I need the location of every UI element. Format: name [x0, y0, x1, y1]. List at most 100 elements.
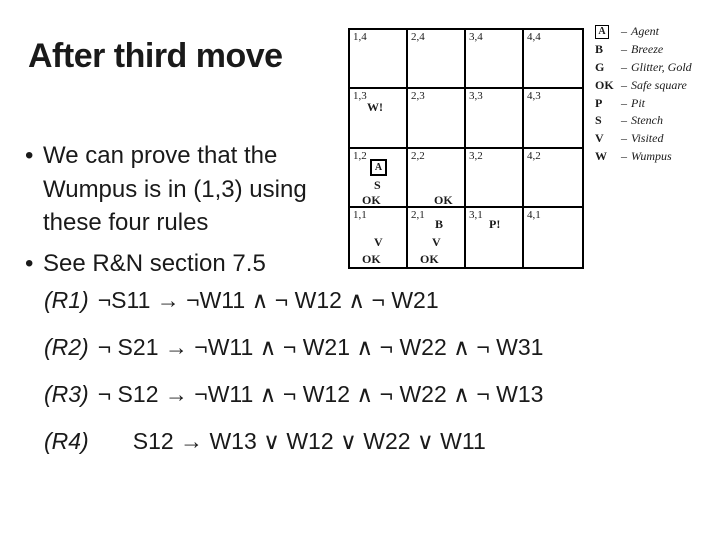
legend-desc: Visited [631, 131, 664, 146]
rule-label: (R1) [44, 287, 89, 313]
bullet-text: See R&N section 7.5 [43, 247, 266, 281]
cell-label: 2,2 [411, 149, 425, 162]
grid-cell-3-2: 3,2 [466, 148, 524, 208]
legend-row-breeze: B – Breeze [595, 41, 692, 59]
agent-box-icon: A [595, 24, 609, 39]
wumpus-grid: 1,4 2,4 3,4 4,4 1,3 W! 2,3 3,3 4,3 1,2 A… [348, 28, 584, 269]
legend-symbol: V [595, 131, 604, 146]
stench-marker: S [374, 177, 381, 192]
slide-title: After third move [28, 37, 283, 75]
cell-label: 3,3 [469, 90, 483, 103]
rule-line-r2: (R2) ¬ S21 → ¬W11 ∧ ¬ W21 ∧ ¬ W22 ∧ ¬ W31 [44, 334, 543, 361]
rule-label: (R2) [44, 334, 89, 360]
legend-symbol: S [595, 113, 602, 128]
legend-row-pit: P – Pit [595, 94, 692, 112]
bullet-line: We can prove that the [43, 142, 278, 169]
agent-marker: A [374, 161, 383, 173]
safe-marker: OK [434, 192, 453, 207]
bullet-marker: • [25, 142, 34, 169]
grid-cell-4-1: 4,1 [524, 208, 582, 267]
grid-cell-4-4: 4,4 [524, 30, 582, 90]
cell-label: 1,3 [353, 90, 367, 103]
legend-symbol: B [595, 42, 604, 57]
cell-label: 2,1 [411, 208, 425, 221]
legend-desc: Safe square [631, 77, 687, 92]
grid-cell-2-2: 2,2 OK [408, 148, 466, 208]
pit-marker: P! [489, 216, 501, 231]
cell-label: 3,2 [469, 149, 483, 162]
safe-marker: OK [362, 192, 381, 207]
agent-box: A [370, 158, 387, 176]
visited-marker: V [432, 234, 441, 249]
rule-label: (R4) [44, 428, 89, 454]
legend-row-agent: A – Agent [595, 23, 692, 41]
visited-marker: V [374, 234, 383, 249]
legend-desc: Wumpus [631, 148, 672, 163]
rule-formula: ¬ S12 → ¬W11 ∧ ¬ W12 ∧ ¬ W22 ∧ ¬ W13 [97, 381, 544, 407]
safe-marker: OK [362, 251, 381, 266]
legend-dash: – [621, 42, 627, 57]
safe-marker: OK [420, 251, 439, 266]
rule-line-r4: (R4) S12 → W13 ∨ W12 ∨ W22 ∨ W11 [44, 428, 486, 455]
grid-cell-1-1: 1,1 V OK [350, 207, 408, 267]
cell-label: 4,3 [527, 90, 541, 103]
legend: A – Agent B – Breeze G – Glitter, Gold O… [595, 23, 692, 165]
grid-cell-4-3: 4,3 [524, 89, 582, 149]
legend-row-safe: OK – Safe square [595, 76, 692, 94]
grid-cell-1-2: 1,2 A S OK [350, 148, 408, 208]
grid-cell-3-3: 3,3 [466, 89, 524, 149]
legend-symbol: G [595, 59, 605, 74]
legend-dash: – [621, 24, 627, 39]
rule-label: (R3) [44, 381, 89, 407]
cell-label: 4,2 [527, 149, 541, 162]
cell-label: 4,1 [527, 208, 541, 221]
rule-line-r1: (R1)¬S11 → ¬W11 ∧ ¬ W12 ∧ ¬ W21 [44, 287, 439, 314]
legend-dash: – [621, 95, 627, 110]
legend-row-stench: S – Stench [595, 112, 692, 130]
cell-label: 4,4 [527, 31, 541, 43]
cell-label: 3,1 [469, 208, 483, 221]
grid-cell-2-1: 2,1 B V OK [408, 207, 466, 267]
legend-desc: Pit [631, 95, 645, 110]
breeze-marker: B [435, 216, 444, 231]
grid-cell-3-4: 3,4 [466, 30, 524, 90]
cell-label: 2,4 [411, 31, 425, 43]
grid-cell-2-3: 2,3 [408, 89, 466, 149]
bullet-line: these four rules [43, 209, 209, 236]
grid-cell-2-4: 2,4 [408, 30, 466, 90]
grid-cell-1-3: 1,3 W! [350, 89, 408, 149]
bullet-item: • We can prove that the Wumpus is in (1,… [25, 139, 355, 240]
rule-formula: S12 → W13 ∨ W12 ∨ W22 ∨ W11 [132, 428, 486, 454]
bullet-line: See R&N section 7.5 [43, 249, 266, 277]
legend-desc: Agent [631, 24, 659, 39]
bullet-text: We can prove that the Wumpus is in (1,3)… [43, 139, 307, 240]
legend-desc: Glitter, Gold [631, 59, 692, 74]
legend-symbol: P [595, 95, 603, 110]
cell-label: 2,3 [411, 90, 425, 103]
legend-dash: – [621, 59, 627, 74]
cell-label: 1,2 [353, 149, 367, 162]
legend-dash: – [621, 113, 627, 128]
bullet-line: Wumpus is in (1,3) using [43, 175, 307, 203]
legend-desc: Stench [631, 113, 663, 128]
legend-dash: – [621, 131, 627, 146]
legend-row-visited: V – Visited [595, 130, 692, 148]
bullet-list: • We can prove that the Wumpus is in (1,… [25, 139, 355, 280]
rule-formula: ¬ S21 → ¬W11 ∧ ¬ W21 ∧ ¬ W22 ∧ ¬ W31 [97, 334, 544, 360]
legend-row-glitter: G – Glitter, Gold [595, 59, 692, 77]
cell-label: 1,4 [353, 31, 367, 43]
rule-line-r3: (R3) ¬ S12 → ¬W11 ∧ ¬ W12 ∧ ¬ W22 ∧ ¬ W13 [44, 381, 543, 408]
legend-desc: Breeze [631, 42, 664, 57]
cell-label: 3,4 [469, 31, 483, 43]
bullet-marker: • [25, 249, 34, 277]
cell-label: 1,1 [353, 208, 367, 221]
wumpus-marker: W! [367, 100, 383, 115]
bullet-item: • See R&N section 7.5 [25, 247, 355, 281]
legend-dash: – [621, 77, 627, 92]
grid-cell-1-4: 1,4 [350, 30, 408, 90]
legend-dash: – [621, 148, 627, 163]
legend-row-wumpus: W – Wumpus [595, 148, 692, 166]
legend-symbol: W [595, 148, 607, 163]
legend-symbol: A [595, 24, 621, 39]
grid-cell-3-1: 3,1 P! [466, 207, 524, 267]
